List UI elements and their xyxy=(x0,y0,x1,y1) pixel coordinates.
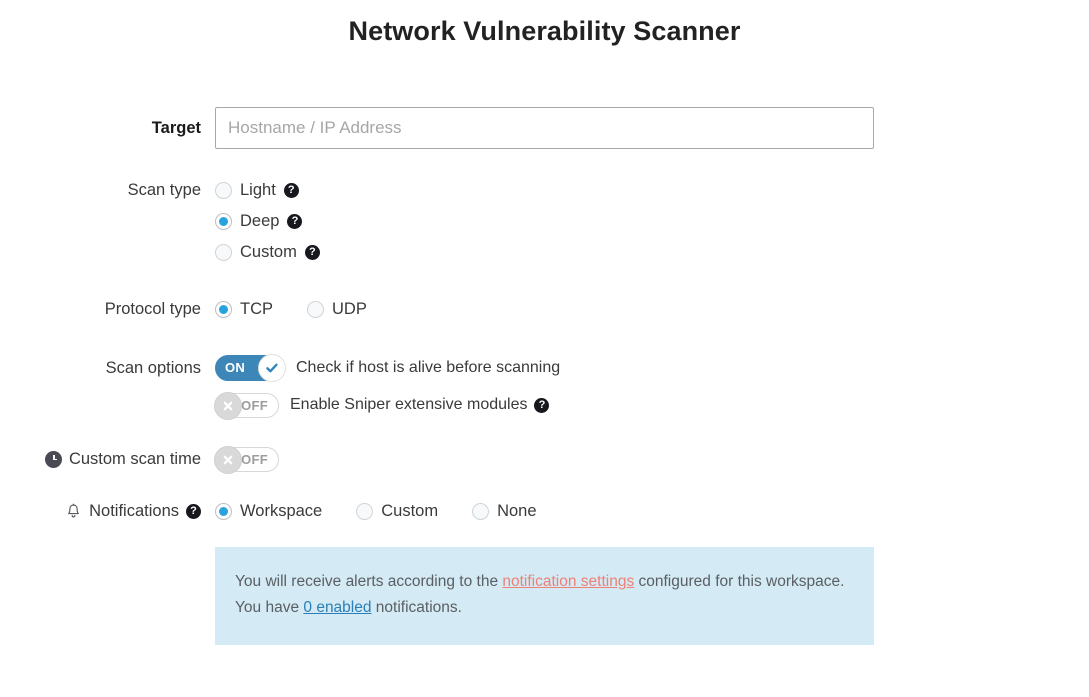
info-line-1-text-1: You will receive alerts according to the xyxy=(235,573,503,590)
custom-scan-time-label: Custom scan time xyxy=(68,449,201,468)
radio-option-custom[interactable]: Custom ? xyxy=(215,237,1089,268)
scan-type-options: Light ? Deep ? Custom ? xyxy=(215,175,1089,268)
radio-tcp-label: TCP xyxy=(240,300,273,318)
radio-udp-label: UDP xyxy=(332,300,367,318)
toggle-knob-x-icon-custom-time xyxy=(214,445,242,474)
custom-scan-time-field: OFF xyxy=(214,442,1089,476)
custom-scan-time-row: Custom scan time OFF xyxy=(0,442,1089,476)
notifications-label-wrap: Notifications ? xyxy=(0,496,215,527)
radio-udp[interactable] xyxy=(307,301,324,318)
notification-settings-link[interactable]: notification settings xyxy=(502,573,635,590)
enabled-notifications-link[interactable]: 0 enabled xyxy=(303,599,372,616)
page-title: Network Vulnerability Scanner xyxy=(348,16,741,46)
help-icon-custom[interactable]: ? xyxy=(304,245,320,260)
help-icon-notifications[interactable]: ? xyxy=(186,504,201,519)
scan-option-host-alive: ON Check if host is alive before scannin… xyxy=(215,351,1089,385)
help-icon-sniper-modules[interactable]: ? xyxy=(534,397,550,413)
help-icon-deep[interactable]: ? xyxy=(287,214,303,229)
clock-icon xyxy=(44,450,62,468)
scan-option-sniper-text: Enable Sniper extensive modules xyxy=(290,396,528,413)
custom-scan-time-label-wrap: Custom scan time xyxy=(0,442,215,476)
protocol-type-label: Protocol type xyxy=(104,300,201,318)
toggle-check-host-alive[interactable]: ON xyxy=(215,354,286,382)
radio-notif-none-label: None xyxy=(497,502,537,520)
custom-scan-time-toggle-line: OFF xyxy=(214,442,1089,476)
radio-deep[interactable] xyxy=(215,213,232,230)
info-line-2-text-2: notifications. xyxy=(371,599,462,616)
scan-options-row: Scan options ON Check if host is alive b… xyxy=(0,351,1089,422)
radio-light-label: Light xyxy=(240,181,276,199)
protocol-type-options: TCP UDP xyxy=(215,294,1089,325)
toggle-state-label-custom-scan-time: OFF xyxy=(241,451,268,467)
radio-deep-label: Deep xyxy=(240,212,280,230)
toggle-custom-scan-time[interactable]: OFF xyxy=(214,445,279,474)
radio-light[interactable] xyxy=(215,182,232,199)
radio-notif-none[interactable] xyxy=(472,503,490,520)
info-line-1-text-2: configured for this workspace. xyxy=(634,573,845,590)
help-icon-light[interactable]: ? xyxy=(283,183,299,198)
scan-option-sniper-modules: OFF Enable Sniper extensive modules ? xyxy=(214,388,1089,422)
target-field-col xyxy=(215,107,1089,149)
radio-workspace-label: Workspace xyxy=(240,502,323,520)
protocol-type-row: Protocol type TCP UDP xyxy=(0,294,1089,325)
info-line-1: You will receive alerts according to the… xyxy=(235,569,854,595)
target-label: Target xyxy=(151,118,201,137)
toggle-knob-x-icon xyxy=(214,391,242,420)
toggle-sniper-modules[interactable]: OFF xyxy=(214,391,279,420)
radio-notif-custom-label: Custom xyxy=(381,502,439,520)
radio-notif-custom[interactable] xyxy=(356,503,374,520)
radio-option-light[interactable]: Light ? xyxy=(215,175,1089,206)
scan-options-list: ON Check if host is alive before scannin… xyxy=(214,351,1089,422)
toggle-knob-check-icon xyxy=(258,354,286,382)
radio-custom[interactable] xyxy=(215,244,232,261)
notifications-info-box: You will receive alerts according to the… xyxy=(215,547,874,645)
scan-option-host-alive-text: Check if host is alive before scanning xyxy=(296,359,561,376)
radio-custom-label: Custom xyxy=(240,243,297,261)
scanner-form: Target Scan type Light ? Deep ? Custom ? xyxy=(0,107,1089,645)
bell-icon xyxy=(65,503,82,520)
target-input[interactable] xyxy=(215,107,874,149)
toggle-state-label-host-alive: ON xyxy=(225,360,246,375)
notifications-options: Workspace Custom None xyxy=(215,496,1089,527)
scan-type-row: Scan type Light ? Deep ? Custom ? xyxy=(0,175,1089,268)
notifications-row: Notifications ? Workspace Custom None Yo… xyxy=(0,496,1089,645)
radio-tcp[interactable] xyxy=(215,301,232,318)
scan-option-host-alive-desc: Check if host is alive before scanning xyxy=(296,359,560,377)
scan-options-label: Scan options xyxy=(105,358,201,377)
notifications-label: Notifications xyxy=(89,502,179,520)
notifications-field: Workspace Custom None You will receive a… xyxy=(215,496,1089,645)
info-line-2: You have 0 enabled notifications. xyxy=(235,595,854,621)
toggle-state-label-sniper: OFF xyxy=(241,397,268,413)
radio-option-deep[interactable]: Deep ? xyxy=(215,206,1089,237)
scan-option-sniper-desc: Enable Sniper extensive modules ? xyxy=(290,396,550,414)
scan-type-label: Scan type xyxy=(127,181,201,199)
radio-workspace[interactable] xyxy=(215,503,232,520)
info-line-2-text-1: You have xyxy=(235,599,304,616)
target-row: Target xyxy=(0,107,1089,149)
